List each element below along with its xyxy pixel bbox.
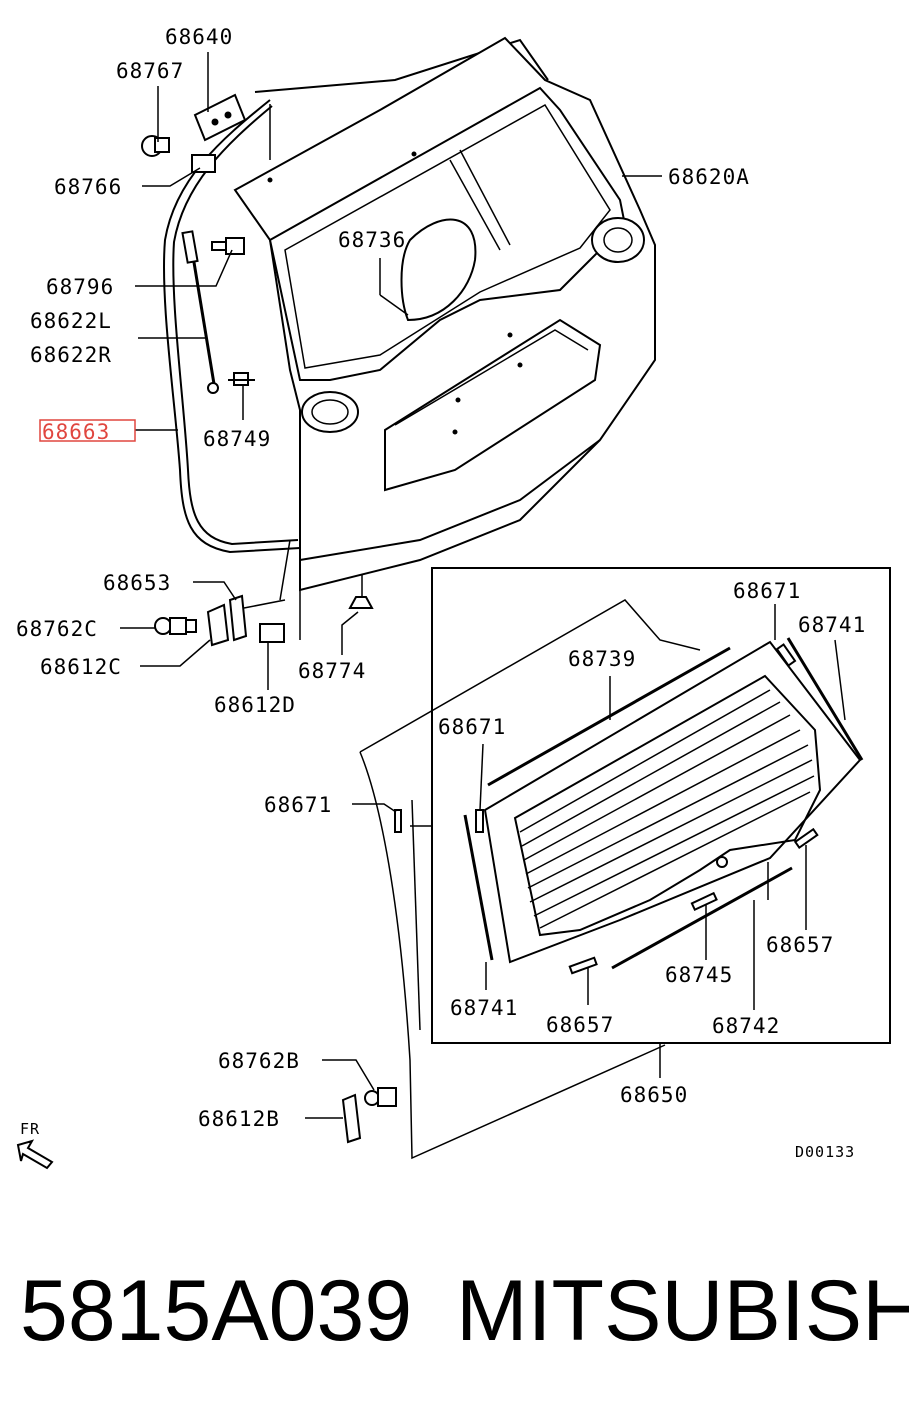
dam-68671-mid <box>475 809 484 833</box>
label-fr: FR <box>20 1120 40 1138</box>
label-68766: 68766 <box>54 175 122 199</box>
rear-glass-68650 <box>483 640 862 964</box>
clip-68749 <box>228 372 255 386</box>
trim-panel-68736 <box>400 218 477 322</box>
label-68612C: 68612C <box>40 655 122 679</box>
dam-68671-left <box>394 809 402 833</box>
label-68741-bottom: 68741 <box>450 996 518 1020</box>
bolt-68796 <box>211 237 245 255</box>
label-68767: 68767 <box>116 59 184 83</box>
molding-68739 <box>487 646 731 787</box>
label-68671-left: 68671 <box>264 793 332 817</box>
hinge-68640 <box>193 93 247 142</box>
label-68742: 68742 <box>712 1014 780 1038</box>
label-68762C: 68762C <box>16 617 98 641</box>
label-68745: 68745 <box>665 963 733 987</box>
spacer-68657-right <box>793 827 819 849</box>
latch-68612C <box>206 603 230 647</box>
glass-detail-box <box>431 567 891 1044</box>
part-number: 5815A039 <box>20 1263 413 1359</box>
spacer-68657-bottom <box>568 956 598 975</box>
label-68612D: 68612D <box>214 693 296 717</box>
molding-68741-left <box>463 814 494 961</box>
dam-68671-top <box>775 643 797 667</box>
label-68650: 68650 <box>620 1083 688 1107</box>
striker-68653 <box>228 594 248 642</box>
gas-strut <box>181 230 219 394</box>
label-68739: 68739 <box>568 647 636 671</box>
label-68796: 68796 <box>46 275 114 299</box>
molding-68741-right <box>786 637 864 761</box>
highlight-box-68663 <box>39 419 136 442</box>
latch-68612B <box>341 1093 362 1144</box>
label-68657-bottom: 68657 <box>546 1013 614 1037</box>
label-68612B: 68612B <box>198 1107 280 1131</box>
bolt-68762B <box>364 1087 397 1107</box>
label-68749: 68749 <box>203 427 271 451</box>
clip-68766 <box>191 154 216 173</box>
label-68671-top: 68671 <box>733 579 801 603</box>
label-68774: 68774 <box>298 659 366 683</box>
cushion-68774 <box>348 596 374 609</box>
label-68657-right: 68657 <box>766 933 834 957</box>
label-68622L: 68622L <box>30 309 112 333</box>
label-68622R: 68622R <box>30 343 112 367</box>
leader-lines <box>120 52 846 1119</box>
body-outline <box>359 599 701 1160</box>
label-68736: 68736 <box>338 228 406 252</box>
bumper-68612D <box>259 623 285 643</box>
label-68653: 68653 <box>103 571 171 595</box>
diagram-code: D00133 <box>795 1143 855 1161</box>
label-68663: 68663 <box>42 420 110 444</box>
label-68741-right: 68741 <box>798 613 866 637</box>
brand-name: MITSUBISHI <box>456 1263 909 1359</box>
label-68671-mid: 68671 <box>438 715 506 739</box>
bolt-68762C <box>154 617 197 635</box>
molding-68742 <box>611 866 793 970</box>
spacer-68745 <box>690 891 718 912</box>
label-68762B: 68762B <box>218 1049 300 1073</box>
tailgate-outline <box>163 36 656 592</box>
footer: 5815A039 MITSUBISHI <box>0 1262 909 1372</box>
label-68620A: 68620A <box>668 165 750 189</box>
front-direction-arrow-icon <box>16 1139 54 1170</box>
bolt-68767 <box>141 135 170 157</box>
label-68640: 68640 <box>165 25 233 49</box>
